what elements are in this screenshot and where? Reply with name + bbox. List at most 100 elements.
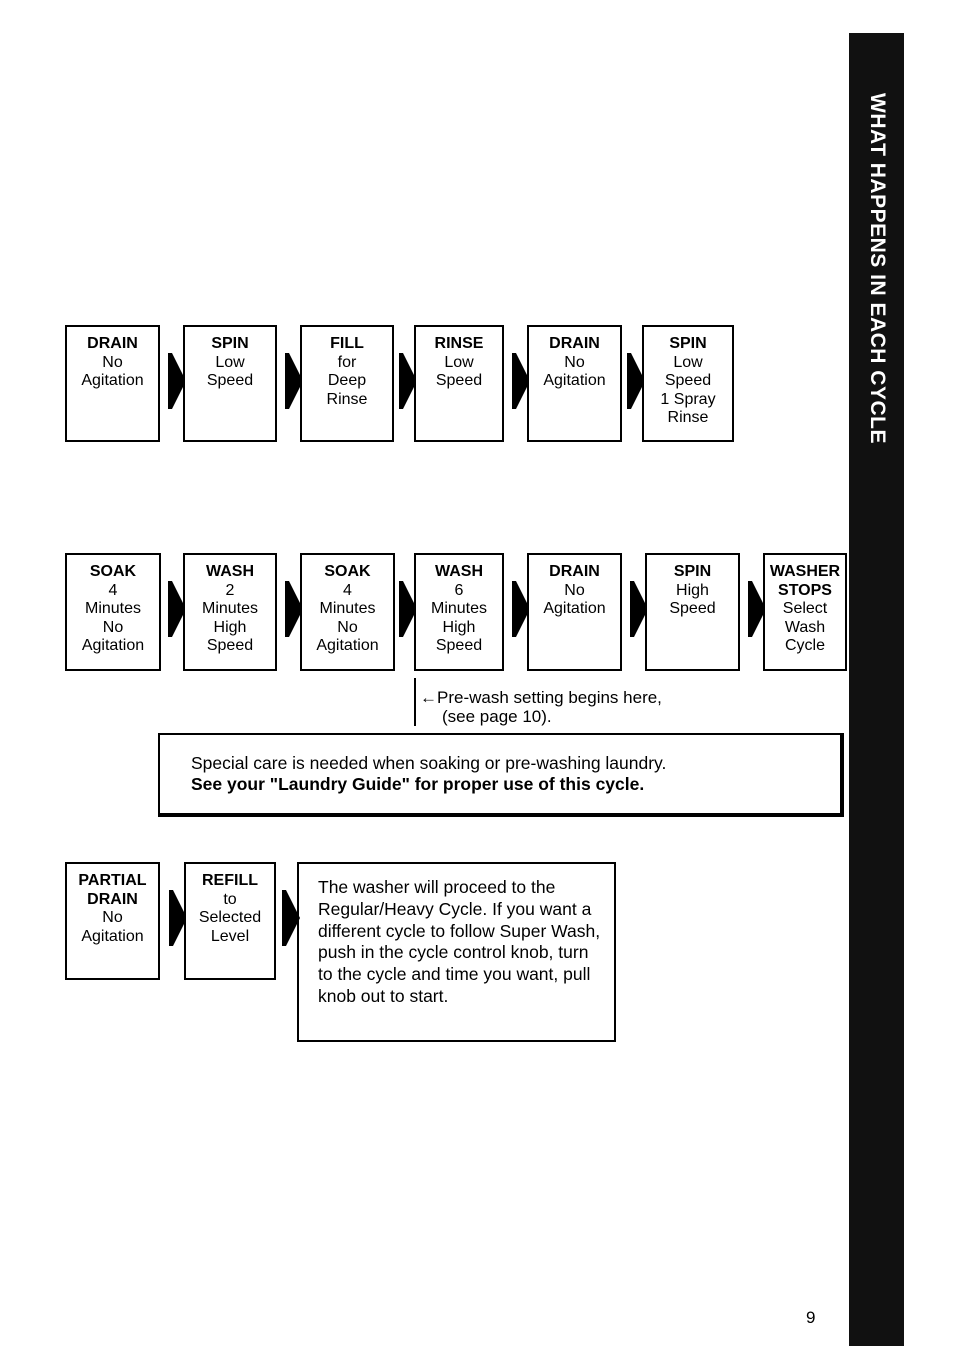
- flow-arrow-icon: [399, 581, 417, 637]
- cycle-step-detail: Low: [444, 353, 474, 371]
- care-notice-line2: See your "Laundry Guide" for proper use …: [191, 774, 645, 794]
- cycle-step-detail: Speed: [435, 372, 483, 389]
- prewash-note: ←Pre-wash setting begins here, (see page…: [420, 688, 662, 726]
- cycle-step-detail: Speed: [206, 637, 254, 654]
- cycle-step-title: WASH: [435, 563, 483, 580]
- flow-arrow-icon: [285, 581, 303, 637]
- cycle-step-detail: No: [337, 618, 358, 636]
- prewash-note-line1: Pre-wash setting begins here,: [437, 688, 662, 707]
- prewash-note-line2: (see page 10).: [442, 707, 552, 726]
- cycle-step-detail: Speed: [435, 637, 483, 654]
- flow-arrow-icon: [168, 353, 186, 409]
- cycle-step-detail: Level: [210, 927, 250, 945]
- cycle-step-title: SPIN: [673, 563, 712, 580]
- cycle-step-title: DRAIN: [87, 890, 138, 908]
- cycle-step-detail: 6: [454, 581, 464, 599]
- flow-arrow-icon: [168, 581, 186, 637]
- cycle-step-detail: Low: [673, 353, 703, 371]
- cycle-step-detail: Agitation: [543, 600, 606, 617]
- flow-arrow-icon: [512, 353, 530, 409]
- cycle-step-title: SOAK: [324, 563, 371, 580]
- cycle-step-detail: Cycle: [784, 637, 825, 654]
- flow-arrow-icon: [399, 353, 417, 409]
- care-notice-line1: Special care is needed when soaking or p…: [191, 753, 667, 773]
- cycle-step-detail: High: [213, 618, 247, 636]
- cycle-step-detail: Agitation: [316, 637, 379, 654]
- super-wash-info: The washer will proceed to the Regular/H…: [297, 862, 616, 1042]
- cycle-step-detail: No: [102, 353, 123, 371]
- cycle-step-title: WASH: [206, 563, 254, 580]
- care-notice: Special care is needed when soaking or p…: [158, 733, 844, 817]
- cycle-step-detail: No: [102, 909, 123, 926]
- cycle-step-detail: Minutes: [201, 600, 259, 617]
- flow-arrow-icon: [282, 890, 300, 946]
- cycle-step-detail: Wash: [784, 618, 826, 636]
- cycle-step-detail: Minutes: [319, 600, 376, 617]
- cycle-step-detail: Selected: [198, 909, 262, 926]
- cycle-step-title: WASHER: [769, 563, 841, 580]
- cycle-step-title: FILL: [330, 335, 364, 352]
- cycle-step-detail: Rinse: [326, 390, 368, 408]
- cycle-step-detail: to: [223, 890, 237, 908]
- cycle-step-detail: Agitation: [81, 637, 145, 654]
- cycle-step-title: DRAIN: [549, 335, 600, 352]
- cycle-step-detail: No: [102, 618, 124, 636]
- cycle-step-detail: Deep: [327, 372, 367, 389]
- cycle-step-detail: Rinse: [667, 409, 709, 426]
- cycle-step-detail: 4: [343, 581, 352, 599]
- section-title: WHAT HAPPENS IN EACH CYCLE: [865, 93, 889, 444]
- cycle-step-detail: Agitation: [81, 927, 144, 945]
- cycle-step-detail: Minutes: [84, 600, 142, 617]
- cycle-step-detail: Low: [215, 353, 245, 371]
- cycle-step-title: DRAIN: [549, 563, 600, 580]
- cycle-step-title: DRAIN: [87, 335, 138, 352]
- cycle-step-detail: Speed: [206, 372, 254, 389]
- flow-arrow-icon: [627, 353, 645, 409]
- cycle-step-detail: Agitation: [81, 372, 144, 389]
- prewash-marker-line: [414, 678, 416, 726]
- cycle-step-detail: 2: [225, 581, 235, 599]
- cycle-step-detail: Select: [782, 600, 828, 617]
- flow-arrow-icon: [169, 890, 187, 946]
- cycle-step-title: REFILL: [202, 872, 258, 889]
- cycle-step-detail: High: [676, 581, 709, 599]
- left-arrow-icon: ←: [420, 688, 437, 707]
- cycle-step-detail: for: [337, 353, 357, 371]
- flow-arrow-icon: [630, 581, 648, 637]
- cycle-step-detail: Agitation: [543, 372, 606, 389]
- cycle-step-detail: Speed: [664, 372, 712, 389]
- cycle-step-title: STOPS: [778, 581, 832, 599]
- cycle-step-title: SOAK: [89, 563, 137, 580]
- cycle-step-detail: No: [564, 353, 585, 371]
- cycle-step-title: SPIN: [211, 335, 249, 352]
- section-sidebar: WHAT HAPPENS IN EACH CYCLE: [849, 33, 904, 1346]
- cycle-step-title: RINSE: [434, 335, 484, 352]
- flow-arrow-icon: [748, 581, 766, 637]
- flow-arrow-icon: [285, 353, 303, 409]
- cycle-step-detail: Minutes: [430, 600, 488, 617]
- page-number: 9: [806, 1308, 816, 1327]
- cycle-step-detail: Speed: [669, 600, 716, 617]
- cycle-step-detail: High: [442, 618, 476, 636]
- cycle-step-detail: 4: [108, 581, 118, 599]
- cycle-step-detail: No: [564, 581, 585, 599]
- flow-arrow-icon: [512, 581, 530, 637]
- cycle-step-title: SPIN: [669, 335, 707, 352]
- cycle-step-detail: 1 Spray: [660, 390, 716, 408]
- cycle-step-title: PARTIAL: [78, 872, 147, 889]
